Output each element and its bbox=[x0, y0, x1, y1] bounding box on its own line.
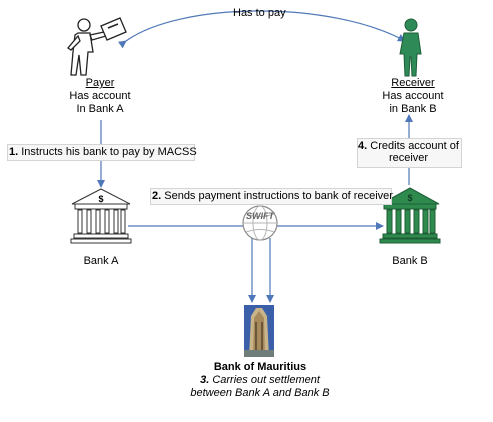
central-bank-step-line-1: 3. Carries out settlement bbox=[180, 374, 340, 387]
step-1-number: 1. bbox=[9, 146, 19, 158]
step-4-line-2: receiver bbox=[388, 152, 429, 164]
payer-line-1: Has account bbox=[69, 90, 131, 102]
payer-title: Payer bbox=[85, 77, 115, 89]
step-2-label: 2. Sends payment instructions to bank of… bbox=[152, 190, 393, 203]
has-to-pay-label: Has to pay bbox=[233, 7, 286, 19]
receiver-line-2: in Bank B bbox=[389, 103, 437, 115]
step-4-text-1: Credits account of bbox=[367, 140, 459, 152]
payer-person-icon bbox=[67, 17, 127, 76]
central-bank-name: Bank of Mauritius bbox=[213, 361, 307, 373]
step-3-text-1: Carries out settlement bbox=[209, 374, 320, 386]
step-2-label-box bbox=[150, 188, 392, 205]
payer-line-2: In Bank A bbox=[76, 103, 124, 115]
swift-globe-icon bbox=[242, 205, 278, 241]
bank-b-dollar-sign: $ bbox=[407, 193, 413, 203]
has-to-pay-arrow bbox=[117, 10, 406, 49]
receiver-line-1: Has account bbox=[382, 90, 444, 102]
receiver-person-icon bbox=[399, 18, 422, 77]
central-bank-step-line-2: between Bank A and Bank B bbox=[190, 387, 330, 399]
step-1-text: Instructs his bank to pay by MACSS bbox=[18, 146, 197, 158]
central-bank-building-icon bbox=[244, 305, 274, 357]
swift-label: SWIFT bbox=[246, 211, 274, 221]
bank-a-label: Bank A bbox=[83, 255, 119, 267]
step-4-line-1: 4. Credits account of bbox=[357, 140, 460, 153]
receiver-title: Receiver bbox=[391, 77, 435, 89]
step-3-number: 3. bbox=[200, 374, 210, 386]
step-4-number: 4. bbox=[358, 140, 368, 152]
step-1-label: 1. Instructs his bank to pay by MACSS bbox=[9, 146, 197, 159]
step-4-label-box bbox=[357, 138, 462, 168]
bank-a-icon bbox=[70, 188, 132, 244]
bank-b-icon bbox=[379, 187, 441, 244]
step-2-text: Sends payment instructions to bank of re… bbox=[161, 190, 393, 202]
bank-a-dollar-sign: $ bbox=[98, 194, 104, 204]
bank-b-label: Bank B bbox=[392, 255, 428, 267]
step-2-number: 2. bbox=[152, 190, 162, 202]
step-1-label-box bbox=[7, 144, 195, 161]
